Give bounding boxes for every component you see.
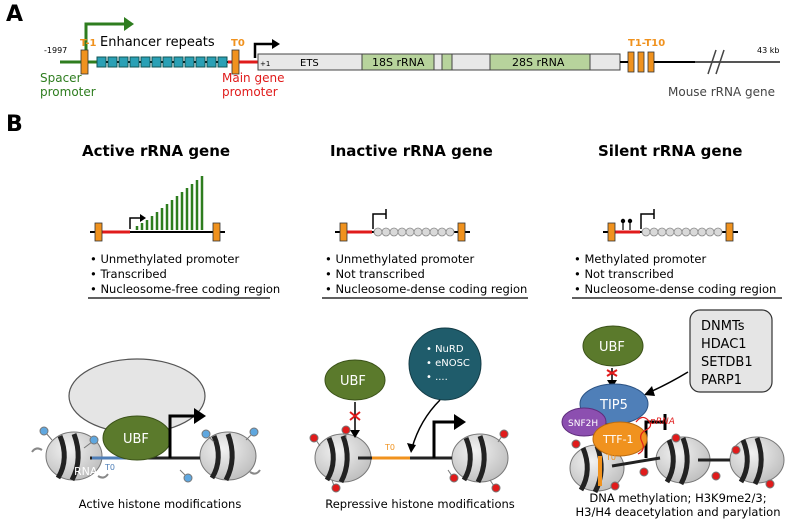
main-promoter-label-1: Main gene bbox=[222, 71, 284, 85]
svg-text:• NuRD: • NuRD bbox=[426, 344, 464, 355]
svg-text:• eNOSC: • eNOSC bbox=[426, 358, 470, 369]
inactive-bullet-2: Not transcribed bbox=[325, 267, 527, 282]
18s-block bbox=[361, 53, 435, 71]
silent-bullets: Methylated promoter Not transcribed Nucl… bbox=[574, 252, 776, 297]
inactive-bullets: Unmethylated promoter Not transcribed Nu… bbox=[325, 252, 527, 297]
axis-break bbox=[707, 49, 717, 75]
spacer-promoter-label-1: Spacer bbox=[40, 71, 82, 85]
svg-text:HDAC1: HDAC1 bbox=[701, 337, 747, 352]
main-promoter-label-2: promoter bbox=[222, 85, 278, 99]
18s-label: 18S rRNA bbox=[372, 56, 425, 69]
inactive-schematic bbox=[335, 209, 470, 242]
svg-text:TIP5: TIP5 bbox=[599, 398, 628, 413]
silent-chromatin: UBF TIP5 SNF2H TTF-1 pRNA T0 DNMTs HDAC1… bbox=[561, 309, 785, 494]
methyl-marks bbox=[620, 218, 633, 230]
repressive-marks bbox=[309, 425, 509, 493]
active-chromatin: RNA Pol I UBF T0 bbox=[31, 358, 261, 483]
enzyme-box bbox=[689, 309, 773, 393]
inactive-bullet-1: Unmethylated promoter bbox=[325, 252, 527, 267]
t-minus1-marker bbox=[80, 49, 89, 75]
divider-lines bbox=[88, 297, 782, 299]
active-bullets: Unmethylated promoter Transcribed Nucleo… bbox=[90, 252, 280, 297]
prna-strand bbox=[635, 416, 652, 455]
plus1-label: +1 bbox=[260, 60, 270, 68]
silent-caption-line-2: H3/H4 deacetylation and parylation bbox=[575, 505, 781, 519]
spacer-promoter-label-2: promoter bbox=[40, 85, 96, 99]
t3-marker bbox=[647, 51, 655, 73]
t-range-label: T1-T10 bbox=[628, 38, 665, 49]
silent-schematic bbox=[603, 209, 738, 242]
inactive-caption: Repressive histone modifications bbox=[325, 497, 515, 511]
svg-text:UBF: UBF bbox=[340, 374, 366, 389]
t0-marker bbox=[231, 49, 240, 75]
position-label: -1997 bbox=[44, 46, 67, 55]
active-caption: Active histone modifications bbox=[78, 497, 242, 511]
svg-text:T0: T0 bbox=[104, 463, 115, 472]
inactive-bullet-3: Nucleosome-dense coding region bbox=[325, 282, 527, 297]
svg-text:UBF: UBF bbox=[123, 432, 149, 447]
svg-text:SETDB1: SETDB1 bbox=[701, 355, 753, 370]
silent-bullet-2: Not transcribed bbox=[574, 267, 776, 282]
chromatin-illustrations: RNA Pol I UBF T0 UBF T0 • Nu bbox=[31, 309, 785, 494]
svg-text:T0: T0 bbox=[384, 443, 395, 452]
panel-a-gene-map: -1997 T-1 Enhancer repeats T0 +1 ETS 18S… bbox=[40, 17, 780, 99]
transcript-bars bbox=[135, 176, 204, 230]
svg-text:RNA Pol I: RNA Pol I bbox=[74, 465, 124, 478]
enhancer-label: Enhancer repeats bbox=[100, 35, 215, 50]
ubf-inactive-bubble bbox=[324, 359, 386, 401]
silent-title: Silent rRNA gene bbox=[598, 142, 743, 160]
snf2h-bubble bbox=[561, 407, 607, 437]
mouse-gene-label: Mouse rRNA gene bbox=[668, 85, 775, 99]
inactive-chromatin: UBF T0 • NuRD • eNOSC • .... bbox=[309, 327, 509, 493]
panel-a-label: A bbox=[6, 2, 24, 27]
svg-text:SNF2H: SNF2H bbox=[568, 419, 598, 429]
t-minus1-label: T-1 bbox=[80, 38, 97, 49]
active-bullet-3: Nucleosome-free coding region bbox=[90, 282, 280, 297]
t2-marker bbox=[637, 51, 645, 73]
panel-b-label: B bbox=[6, 112, 23, 137]
t0-label: T0 bbox=[231, 38, 245, 49]
svg-text:pRNA: pRNA bbox=[649, 417, 675, 427]
nucleosome-beads bbox=[373, 227, 455, 237]
active-bullet-1: Unmethylated promoter bbox=[90, 252, 280, 267]
silent-bullet-3: Nucleosome-dense coding region bbox=[574, 282, 776, 297]
enhancer-repeats bbox=[96, 56, 228, 68]
inactive-tss-arrow bbox=[432, 420, 456, 458]
t1-marker bbox=[627, 51, 635, 73]
ttf1-bubble bbox=[592, 421, 648, 457]
ets-label: ETS bbox=[300, 58, 319, 69]
silent-tss-bar bbox=[644, 420, 665, 458]
kb-label: 43 kb bbox=[757, 46, 779, 55]
28s-label: 28S rRNA bbox=[512, 56, 565, 69]
svg-text:PARP1: PARP1 bbox=[701, 373, 742, 388]
svg-text:• ....: • .... bbox=[426, 372, 448, 383]
svg-text:TTF-1: TTF-1 bbox=[602, 433, 634, 446]
silent-bullet-1: Methylated promoter bbox=[574, 252, 776, 267]
active-bullet-2: Transcribed bbox=[90, 267, 280, 282]
silent-marks bbox=[571, 433, 775, 491]
active-title: Active rRNA gene bbox=[82, 142, 231, 160]
active-marks bbox=[39, 426, 259, 483]
active-schematic bbox=[90, 176, 225, 242]
svg-text:T0: T0 bbox=[605, 453, 616, 462]
silent-caption: DNA methylation; H3K9me2/3; H3/H4 deacet… bbox=[568, 491, 788, 519]
active-tss-arrow bbox=[168, 414, 196, 458]
ubf-silent-bubble bbox=[582, 325, 644, 367]
inactive-title: Inactive rRNA gene bbox=[330, 142, 493, 160]
main-promoter-arrow bbox=[253, 42, 272, 58]
silent-caption-line-1: DNA methylation; H3K9me2/3; bbox=[589, 491, 767, 505]
nurd-arrow bbox=[411, 399, 441, 449]
58s-block bbox=[441, 53, 453, 71]
28s-block bbox=[489, 53, 591, 71]
spacer-promoter-arrow bbox=[84, 22, 124, 58]
nurd-complex bbox=[408, 327, 482, 401]
svg-text:UBF: UBF bbox=[599, 340, 625, 355]
svg-text:DNMTs: DNMTs bbox=[701, 319, 745, 334]
